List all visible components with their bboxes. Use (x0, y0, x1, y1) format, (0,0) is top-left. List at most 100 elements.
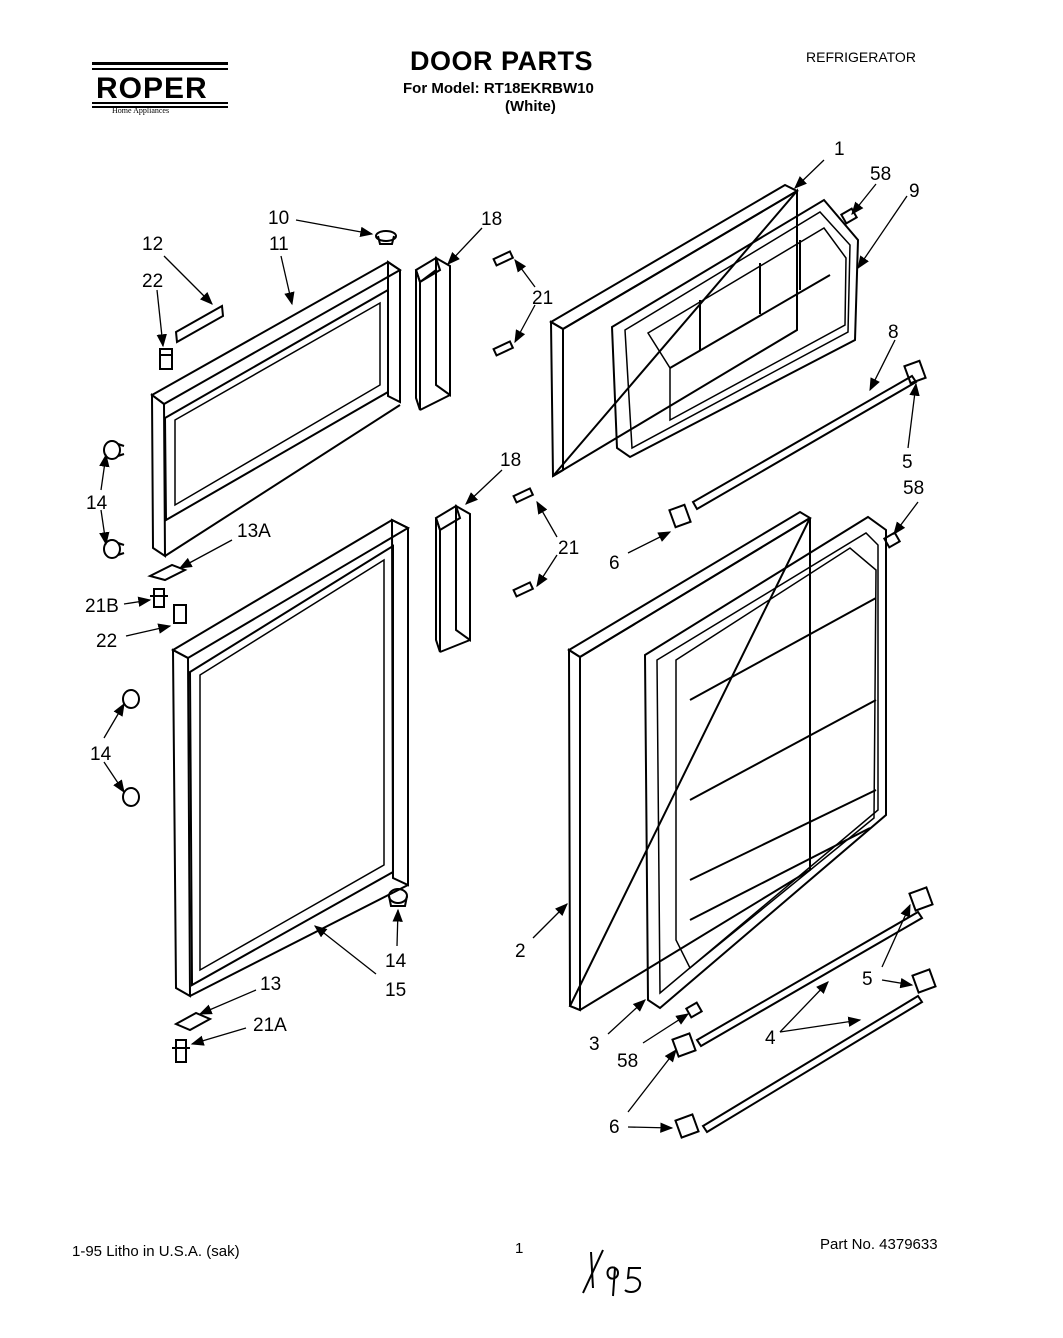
callout-6: 6 (609, 1117, 620, 1138)
screw-21d (512, 581, 535, 598)
plug-button-10 (375, 230, 397, 245)
leader-5b (881, 903, 911, 968)
callout-22: 22 (142, 271, 163, 292)
appliance-type: REFRIGERATOR (806, 49, 916, 65)
end-cap-6b (671, 1032, 697, 1058)
leader-6c (627, 1122, 674, 1133)
leader-58b (893, 501, 919, 536)
leader-14b (99, 509, 110, 546)
leader-22a (156, 289, 167, 348)
end-cap-6a (668, 503, 692, 529)
breaker-strip-18b (434, 504, 471, 653)
callout-58: 58 (903, 478, 924, 499)
leader-14c (103, 702, 125, 739)
leader-5a (907, 382, 920, 449)
leader-21c (536, 500, 558, 538)
fresh-food-liner-frame (170, 518, 411, 998)
brand-wordmark: ROPER (96, 72, 208, 105)
callout-18: 18 (500, 450, 521, 471)
leader-21d (536, 554, 558, 588)
freezer-door-liner-frame (150, 260, 402, 558)
leader-12 (163, 255, 213, 305)
callout-15: 15 (385, 980, 406, 1001)
leader-9 (857, 195, 908, 270)
callout-4: 4 (765, 1028, 776, 1049)
leader-18a (447, 227, 483, 265)
hinge-13 (173, 1011, 213, 1032)
handwritten-date (573, 1248, 653, 1298)
callout-21a: 21A (253, 1015, 287, 1036)
leader-58a (851, 183, 877, 216)
end-cap-6c (674, 1113, 700, 1139)
leader-14a (99, 453, 110, 491)
leader-14e (392, 908, 403, 947)
screw-21a (492, 250, 515, 267)
screw-21b (492, 340, 515, 357)
leader-8 (869, 339, 896, 392)
breaker-strip-18a (414, 256, 451, 411)
callout-2: 2 (515, 941, 526, 962)
part-number: Part No. 4379633 (820, 1236, 938, 1253)
callout-8: 8 (888, 322, 899, 343)
leader-3 (607, 999, 646, 1035)
end-cap-5c (911, 968, 937, 994)
screw-21b-part (150, 588, 168, 608)
screw-21c (512, 487, 535, 504)
screw-21a-part (172, 1039, 190, 1063)
bushing-22b (173, 604, 187, 624)
callout-6: 6 (609, 553, 620, 574)
callout-22: 22 (96, 631, 117, 652)
freezer-gasket-1 (549, 183, 800, 478)
freezer-door-panel-9 (610, 198, 860, 459)
brand-tagline: Home Appliances (112, 106, 170, 115)
leader-5c (881, 977, 914, 989)
fresh-food-gasket-2 (567, 510, 812, 1012)
leader-2 (532, 903, 568, 939)
callout-14: 14 (385, 951, 407, 972)
hinge-13a (147, 563, 188, 582)
callout-14: 14 (86, 493, 108, 514)
callout-1: 1 (834, 139, 845, 160)
callout-9: 9 (909, 181, 920, 202)
plug-14a (103, 440, 125, 460)
leader-18b (465, 469, 503, 505)
plug-14c (122, 689, 140, 709)
leader-21a-part (190, 1027, 247, 1046)
leader-10 (295, 219, 374, 237)
callout-12: 12 (142, 234, 163, 255)
nameplate-12 (174, 304, 225, 344)
leader-14d (103, 761, 125, 794)
leader-22b (125, 623, 172, 637)
end-cap-5a (903, 359, 927, 385)
leader-6b (627, 1048, 677, 1113)
leader-58c (642, 1013, 690, 1044)
screw-58c (684, 1001, 704, 1019)
callout-21: 21 (532, 288, 553, 309)
door-bar-8 (691, 374, 918, 511)
color-line: (White) (505, 98, 556, 115)
leader-21b-part (123, 596, 152, 607)
bushing-22a (159, 348, 173, 370)
leader-13a (178, 539, 233, 569)
leader-13 (198, 989, 257, 1015)
leader-4b (779, 1016, 862, 1033)
plug-14e (388, 888, 408, 907)
model-line: For Model: RT18EKRBW10 (403, 80, 594, 97)
page-title: DOOR PARTS (410, 46, 594, 76)
leader-6a (627, 531, 672, 554)
callout-21: 21 (558, 538, 579, 559)
callout-58: 58 (617, 1051, 638, 1072)
callout-11: 11 (269, 234, 289, 255)
leader-1 (794, 159, 825, 189)
door-bar-4b (701, 994, 924, 1134)
callout-21b: 21B (85, 596, 119, 617)
leader-11 (280, 255, 295, 306)
leader-15 (313, 925, 377, 975)
callout-14: 14 (90, 744, 112, 765)
fresh-food-door-panel-3 (643, 515, 887, 1010)
callout-5: 5 (862, 969, 873, 990)
callout-10: 10 (268, 208, 289, 229)
plug-14d (122, 787, 140, 807)
plug-14b (103, 539, 125, 559)
